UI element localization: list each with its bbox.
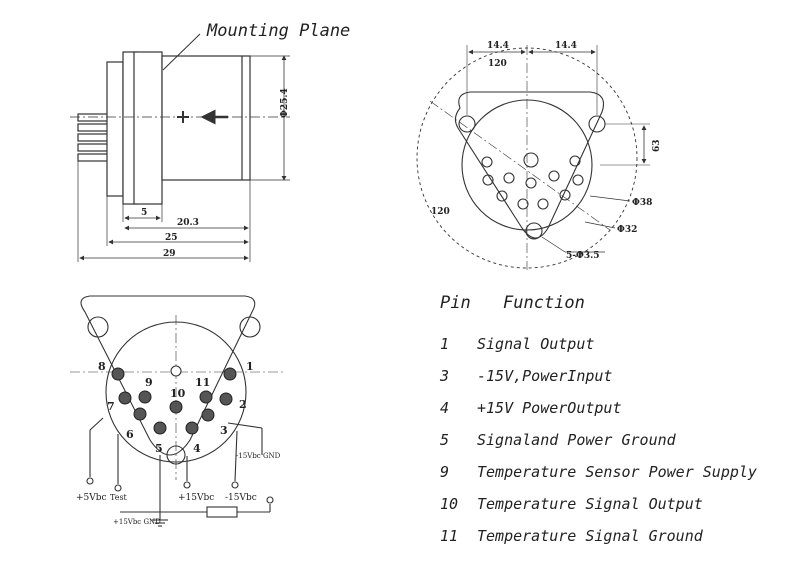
label-test: Test (110, 493, 128, 502)
dim-25: 25 (165, 233, 178, 243)
dim-diameter-32: Φ32 (617, 225, 637, 235)
table-row-pin: 10 (440, 495, 458, 513)
table-row-function: Temperature Signal Ground (477, 527, 704, 545)
table-header-function: Function (503, 293, 585, 313)
table-row-function: -15V,PowerInput (477, 367, 612, 385)
table-row-pin: 9 (440, 463, 449, 481)
angle-120-left: 120 (431, 207, 450, 217)
dim-5: 5 (141, 208, 147, 218)
dim-63: 63 (652, 139, 662, 152)
pin-2: 2 (239, 398, 247, 411)
table-row-function: Temperature Signal Output (477, 495, 703, 513)
table-row-pin: 3 (439, 367, 449, 385)
pin-1: 1 (246, 360, 254, 373)
dim-diameter-25-4: Φ25.4 (280, 88, 290, 118)
dim-14-4-left: 14.4 (487, 41, 509, 51)
label-pow-gnd: +15Vbc GND (113, 518, 161, 526)
dim-14-4-right: 14.4 (555, 41, 577, 51)
table-row-function: Signaland Power Ground (477, 431, 677, 449)
pin-3: 3 (220, 424, 228, 437)
mounting-plane-label: Mounting Plane (206, 21, 350, 41)
pin-4: 4 (193, 442, 201, 455)
label-sig-gnd: -15Vbc GND (236, 452, 281, 460)
dim-20-3: 20.3 (177, 218, 199, 228)
top-view (416, 45, 650, 270)
pin-diagram (70, 295, 285, 527)
pin-11: 11 (195, 376, 210, 389)
dim-holes: 5-Φ3.5 (566, 251, 600, 261)
table-row-pin: 1 (440, 335, 449, 353)
table-row-function: +15V PowerOutput (477, 399, 622, 417)
pin-5: 5 (155, 442, 163, 455)
side-view (70, 33, 290, 262)
label-minus15: -15Vbc (225, 493, 257, 503)
table-row-pin: 5 (440, 431, 449, 449)
pin-10: 10 (170, 387, 186, 400)
pin-dots (111, 367, 237, 435)
pin-7: 7 (107, 400, 115, 413)
table-row-pin: 11 (440, 527, 458, 545)
table-row-pin: 4 (440, 399, 449, 417)
table-row-function: Temperature Sensor Power Supply (477, 463, 757, 481)
label-plus5: +5Vbc (76, 493, 107, 503)
angle-120-top: 120 (488, 59, 507, 69)
table-header-pin: Pin (440, 293, 471, 313)
pin-6: 6 (126, 428, 134, 441)
function-table: Pin Function 1 Signal Output 3 -15V,Powe… (439, 293, 757, 545)
table-row-function: Signal Output (477, 335, 594, 353)
dim-29: 29 (163, 249, 176, 259)
pin-9: 9 (145, 376, 153, 389)
pin-8: 8 (98, 360, 106, 373)
dim-diameter-38: Φ38 (632, 198, 652, 208)
label-plus15: +15Vbc (178, 493, 214, 503)
